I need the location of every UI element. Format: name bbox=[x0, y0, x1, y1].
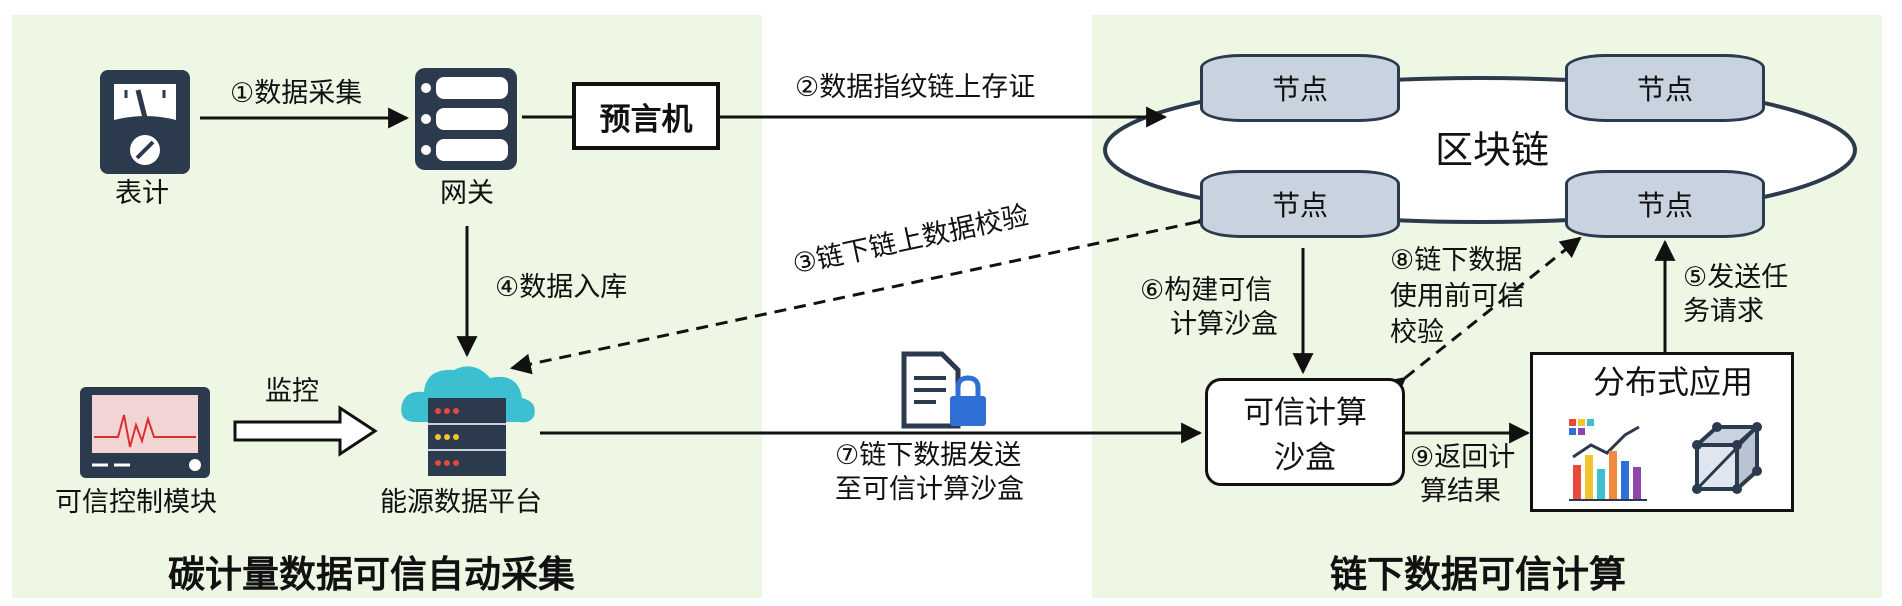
oracle-label: 预言机 bbox=[599, 101, 693, 138]
arrow-data-verification bbox=[509, 207, 1218, 375]
step-5-line1: ⑤发送任 bbox=[1683, 262, 1789, 293]
distributed-app-box: 分布式应用 bbox=[1530, 352, 1794, 512]
gateway-label: 网关 bbox=[440, 178, 494, 209]
bar-chart-icon bbox=[1565, 417, 1651, 503]
step-8-line2: 使用前可信 bbox=[1390, 281, 1525, 312]
blockchain-node-4: 节点 bbox=[1565, 170, 1765, 238]
step-6-line1: ⑥构建可信 bbox=[1140, 275, 1273, 306]
step-1-label: ①数据采集 bbox=[230, 78, 363, 109]
blockchain-node-2: 节点 bbox=[1565, 54, 1765, 122]
energy-platform-label: 能源数据平台 bbox=[380, 487, 542, 518]
oracle-box: 预言机 bbox=[572, 82, 720, 150]
cube-icon bbox=[1685, 417, 1771, 503]
meter-label: 表计 bbox=[115, 178, 169, 209]
step-5-line2: 务请求 bbox=[1683, 296, 1764, 327]
blockchain-node-1: 节点 bbox=[1200, 54, 1400, 122]
blockchain-node-3: 节点 bbox=[1200, 170, 1400, 238]
server-icon bbox=[412, 65, 520, 173]
step-9-line2: 算结果 bbox=[1420, 476, 1501, 507]
step-6-line2: 计算沙盒 bbox=[1170, 309, 1278, 340]
right-section-title: 链下数据可信计算 bbox=[1330, 553, 1626, 596]
sandbox-line1: 可信计算 bbox=[1243, 395, 1367, 431]
step-7-line1: ⑦链下数据发送 bbox=[835, 440, 1022, 471]
sandbox-line2: 沙盒 bbox=[1274, 440, 1336, 476]
left-section-title: 碳计量数据可信自动采集 bbox=[168, 553, 575, 596]
step-8-line1: ⑧链下数据 bbox=[1390, 245, 1523, 276]
monitor-icon bbox=[78, 385, 212, 480]
monitor-label: 监控 bbox=[265, 376, 319, 407]
step-4-label: ④数据入库 bbox=[495, 272, 628, 303]
locked-document-icon bbox=[900, 350, 990, 430]
meter-icon bbox=[98, 68, 192, 176]
blockchain-label: 区块链 bbox=[1435, 128, 1550, 172]
step-7-line2: 至可信计算沙盒 bbox=[835, 474, 1024, 505]
step-8-line3: 校验 bbox=[1390, 317, 1444, 348]
arrow-pre-use-verification bbox=[1383, 236, 1582, 399]
distributed-app-label: 分布式应用 bbox=[1593, 363, 1754, 401]
step-2-label: ②数据指纹链上存证 bbox=[795, 72, 1036, 103]
arrow-monitor bbox=[233, 405, 378, 457]
trusted-control-label: 可信控制模块 bbox=[55, 487, 217, 518]
cloud-server-icon bbox=[398, 360, 538, 478]
trusted-sandbox-box: 可信计算 沙盒 bbox=[1205, 378, 1405, 486]
step-9-line1: ⑨返回计 bbox=[1410, 442, 1516, 473]
